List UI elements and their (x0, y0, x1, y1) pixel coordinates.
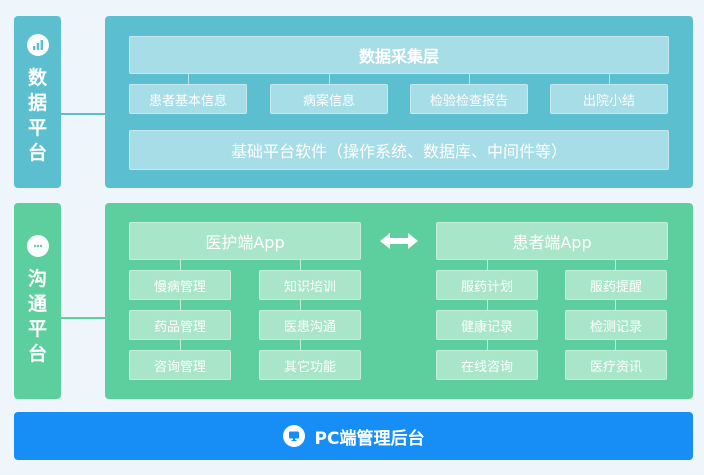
data-platform-text: 数据平台 (27, 67, 47, 164)
tree-line (615, 260, 616, 270)
tree-line (615, 300, 616, 310)
data-item-medical-record: 病案信息 (270, 84, 388, 114)
data-item-discharge-summary: 出院小结 (550, 84, 668, 114)
tree-line (180, 260, 181, 270)
patient-item-online-consultation: 在线咨询 (436, 350, 538, 380)
doctor-app-title: 医护端App (129, 222, 361, 260)
data-layer-title: 数据采集层 (129, 36, 669, 74)
bar-chart-icon (26, 34, 49, 56)
doctor-item-other-functions: 其它功能 (259, 350, 361, 380)
patient-app-title: 患者端App (436, 222, 668, 260)
patient-item-test-record: 检测记录 (565, 310, 667, 340)
tree-line (609, 74, 610, 84)
comm-side-connector (61, 317, 105, 319)
tree-line (487, 340, 488, 350)
patient-item-health-record: 健康记录 (436, 310, 538, 340)
patient-item-medication-reminder: 服药提醒 (565, 270, 667, 300)
doctor-item-consultation-management: 咨询管理 (129, 350, 231, 380)
tree-line (329, 74, 330, 84)
data-platform-label: 数据平台 (14, 16, 61, 188)
comm-platform-label: 沟通平台 (14, 203, 61, 399)
base-platform-software: 基础平台软件（操作系统、数据库、中间件等） (129, 130, 669, 170)
data-side-connector (61, 113, 105, 115)
patient-item-medication-plan: 服药计划 (436, 270, 538, 300)
data-item-lab-report: 检验检查报告 (410, 84, 528, 114)
pc-admin-backend-label: PC端管理后台 (314, 428, 425, 449)
patient-item-medical-news: 医疗资讯 (565, 350, 667, 380)
tree-line (487, 300, 488, 310)
monitor-icon (282, 425, 305, 447)
chat-bubble-icon (26, 235, 49, 257)
doctor-item-chronic-disease: 慢病管理 (129, 270, 231, 300)
pc-admin-backend-bar: PC端管理后台 (14, 412, 693, 460)
tree-line (469, 74, 470, 84)
tree-line (188, 74, 189, 84)
doctor-item-knowledge-training: 知识培训 (259, 270, 361, 300)
tree-line (180, 300, 181, 310)
doctor-item-doctor-patient-comm: 医患沟通 (259, 310, 361, 340)
tree-line (300, 260, 301, 270)
tree-line (300, 340, 301, 350)
doctor-item-drug-management: 药品管理 (129, 310, 231, 340)
tree-line (615, 340, 616, 350)
comm-platform-text: 沟通平台 (27, 268, 47, 365)
tree-line (300, 300, 301, 310)
tree-line (487, 260, 488, 270)
data-item-patient-info: 患者基本信息 (129, 84, 247, 114)
tree-line (180, 340, 181, 350)
double-arrow-icon (380, 231, 418, 251)
